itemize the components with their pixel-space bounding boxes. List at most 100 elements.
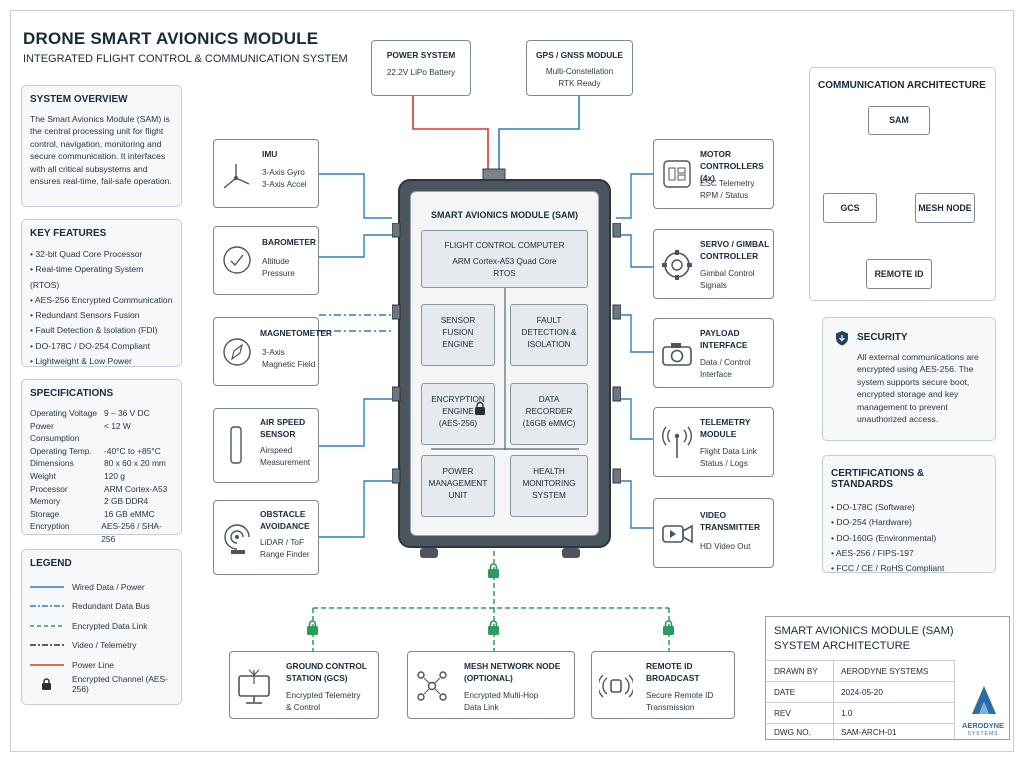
video-transmitter-box: VIDEO TRANSMITTER HD Video Out [653, 498, 774, 568]
page-subtitle: INTEGRATED FLIGHT CONTROL & COMMUNICATIO… [23, 53, 348, 65]
lock-icon [663, 620, 674, 635]
sam-mount-tabs [420, 548, 580, 558]
monitor-icon [238, 669, 270, 704]
cert-item: AES-256 / FIPS-197 [831, 546, 987, 561]
module-sub: LiDAR / ToF [260, 538, 304, 547]
module-title: TELEMETRY [700, 417, 751, 427]
title-block-heading: SMART AVIONICS MODULE (SAM) SYSTEM ARCHI… [774, 625, 954, 652]
security-line: All external communications are [857, 352, 979, 362]
security-panel: SECURITY All external communications are… [822, 317, 996, 441]
dashdot-line-swatch [30, 605, 64, 608]
module-sub: Range Finder [260, 550, 310, 559]
esc-icon [663, 160, 691, 188]
baro-line [319, 234, 392, 258]
remote-id-box: REMOTE ID BROADCAST Secure Remote ID Tra… [591, 651, 735, 719]
overview-line: control, navigation, monitoring and [30, 138, 162, 149]
gimbal-icon [662, 250, 692, 280]
module-title: PAYLOAD [700, 328, 740, 338]
camera-icon [662, 343, 692, 366]
certifications-title: CERTIFICATIONS & STANDARDS [831, 468, 925, 490]
legend-item: Redundant Data Bus [30, 597, 173, 617]
comm-node-mesh: MESH NODE [915, 193, 975, 223]
shield-icon [836, 331, 848, 346]
legend-item: Wired Data / Power [30, 577, 173, 597]
overview-line: secure communication. It interfaces [30, 151, 166, 162]
motor-controllers-box: MOTOR CONTROLLERS (4x) ESC Telemetry RPM… [653, 139, 774, 209]
spec-row: Operating Temp.-40°C to +85°C [30, 445, 161, 456]
drawing-sheet: DRONE SMART AVIONICS MODULE INTEGRATED F… [10, 10, 1014, 752]
sam-module: SMART AVIONICS MODULE (SAM) FLIGHT CONTR… [392, 179, 621, 558]
module-title: VIDEO [700, 510, 727, 520]
overview-line: ensures real-time, fail-safe operation. [30, 176, 172, 187]
module-sub: 3-Axis [262, 348, 285, 357]
module-sub: Airspeed [260, 446, 293, 455]
module-sub: Gimbal Control [700, 269, 755, 278]
feature-item: Lightweight & Low Power [30, 354, 173, 369]
servo-gimbal-box: SERVO / GIMBAL CONTROLLER Gimbal Control… [653, 229, 774, 299]
module-sub: Pressure [262, 269, 295, 278]
magnetometer-box: MAGNETOMETER 3-Axis Magnetic Field [213, 317, 332, 386]
module-title: MAGNETOMETER [260, 328, 332, 338]
cert-item: FCC / CE / RoHS Compliant [831, 561, 987, 576]
cert-item: DO-178C (Software) [831, 500, 987, 515]
pitot-tube-icon [230, 426, 242, 464]
flight-control-computer-block: FLIGHT CONTROL COMPUTER ARM Cortex-A53 Q… [421, 230, 588, 288]
security-line: unauthorized access. [857, 414, 939, 425]
lock-icon [488, 620, 499, 635]
security-line: system supports secure boot, [857, 376, 970, 387]
lock-icon [42, 678, 51, 691]
module-title: OBSTACLE [260, 509, 306, 519]
module-sub: Magnetic Field [262, 360, 316, 369]
airspeed-line [319, 398, 392, 447]
comm-node-sam: SAM [868, 106, 930, 135]
module-sub: Measurement [260, 458, 311, 467]
module-title: BROADCAST [646, 673, 700, 683]
module-title: SENSOR [260, 429, 296, 439]
sam-side-connectors [392, 223, 621, 484]
comm-title: COMMUNICATION ARCHITECTURE [818, 80, 986, 91]
security-line: encrypted using AES-256. The [857, 364, 974, 375]
gcs-box: GROUND CONTROL STATION (GCS) Encrypted T… [229, 651, 379, 719]
module-sub: Transmission [646, 703, 695, 712]
feature-item: Real-time Operating System (RTOS) [30, 262, 173, 293]
feature-item: DO-178C / DO-254 Compliant [30, 339, 173, 354]
feature-item: AES-256 Encrypted Communication [30, 293, 173, 308]
title-block: SMART AVIONICS MODULE (SAM) SYSTEM ARCHI… [765, 616, 1010, 741]
servo-line [616, 234, 653, 268]
sam-internal-bus [431, 288, 579, 450]
module-sub: Encrypted Multi-Hop [464, 691, 539, 700]
airspeed-box: AIR SPEED SENSOR Airspeed Measurement [213, 408, 319, 483]
title-block-divider [833, 660, 834, 741]
module-title: INTERFACE [700, 340, 748, 350]
module-title: REMOTE ID [646, 661, 693, 671]
legend-title: LEGEND [30, 558, 72, 569]
module-title: CONTROLLERS (4x) [700, 161, 764, 183]
sam-title: SMART AVIONICS MODULE (SAM) [431, 210, 578, 220]
module-sub: Signals [700, 281, 727, 290]
gps-title: GPS / GNSS MODULE [535, 50, 624, 60]
mesh-icon [417, 671, 447, 701]
comm-node-gcs: GCS [823, 193, 877, 223]
title-block-row: DWG NO.SAM-ARCH-01 [766, 723, 954, 741]
key-features-panel: KEY FEATURES 32-bit Quad Core Processor … [21, 219, 182, 367]
gps-line [498, 96, 580, 169]
specifications-title: SPECIFICATIONS [30, 388, 114, 399]
obstacle-line [319, 480, 392, 538]
system-overview-title: SYSTEM OVERVIEW [30, 94, 128, 105]
system-overview-panel: SYSTEM OVERVIEW The Smart Avionics Modul… [21, 85, 182, 207]
module-sub: Data Link [464, 703, 499, 712]
module-title: MODULE [700, 429, 737, 439]
gauge-icon [223, 246, 251, 274]
certifications-panel: CERTIFICATIONS & STANDARDS DO-178C (Soft… [822, 455, 996, 573]
module-sub: Altitude [262, 257, 290, 266]
